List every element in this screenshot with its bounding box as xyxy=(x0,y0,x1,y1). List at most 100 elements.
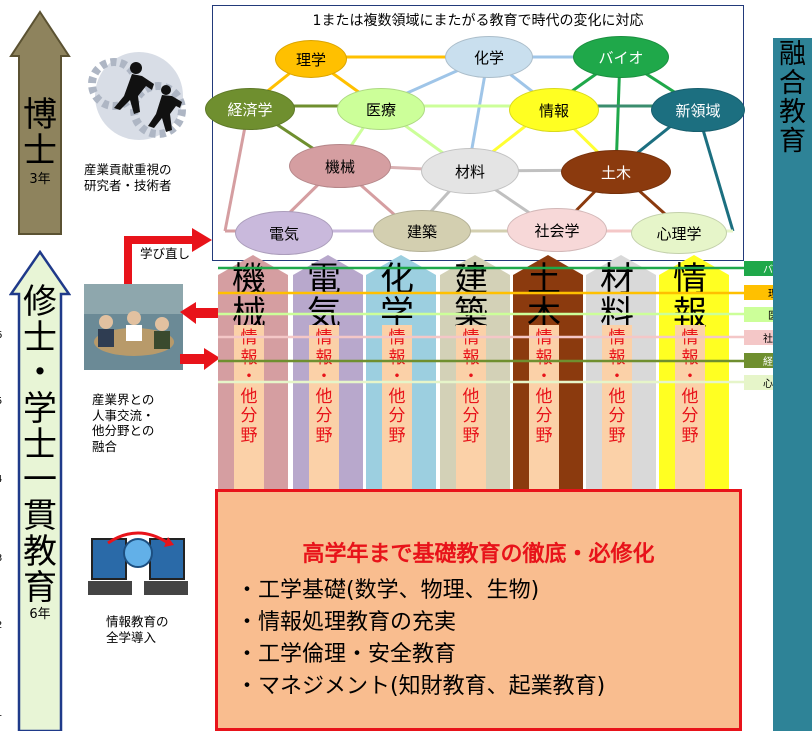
caption-line: 情報教育の xyxy=(106,614,169,629)
foundation-item: ・マネジメント(知財教育、起業教育) xyxy=(236,674,606,699)
column-subtitle-char: 報 xyxy=(681,347,699,368)
edge-number: 5 xyxy=(0,396,2,407)
master-years: 6年 xyxy=(29,607,51,623)
foundation-item: ・情報処理教育の充実 xyxy=(236,610,457,635)
fusion-education-label: 融 合 教 育 xyxy=(773,40,812,157)
column-subtitle-char: 他 xyxy=(315,386,333,407)
network-title: 1または複数領域にまたがる教育で時代の変化に対応 xyxy=(312,13,644,29)
column-subtitle-char: 他 xyxy=(388,386,406,407)
column-subtitle-char: 分 xyxy=(681,406,699,427)
column-subtitle-char: 分 xyxy=(462,406,480,427)
foundation-box: 高学年まで基礎教育の徹底・必修化 ・工学基礎(数学、物理、生物) ・情報処理教育… xyxy=(215,489,742,731)
column-subtitle: 情報・他分野 xyxy=(529,325,559,491)
edge-number: 3 xyxy=(0,553,2,564)
node-architecture: 建築 xyxy=(373,210,471,252)
edge-number: 2 xyxy=(0,620,2,631)
master-arrow xyxy=(9,250,71,731)
researchers-caption: 産業貢献重視の 研究者・技術者 xyxy=(84,162,172,193)
computers-illustration xyxy=(88,523,188,603)
column-subtitle-char: 分 xyxy=(608,406,626,427)
column-subtitle-char: 野 xyxy=(240,425,258,446)
node-electrical: 電気 xyxy=(235,211,333,255)
column-subtitle-char: 分 xyxy=(240,406,258,427)
master-char: 学 xyxy=(23,389,57,430)
caption-line: 融合 xyxy=(92,438,118,454)
node-economics: 経済学 xyxy=(205,88,295,130)
caption-line: 他分野との xyxy=(92,423,155,439)
relearning-arrow xyxy=(124,228,212,286)
fusion-char: 育 xyxy=(779,126,806,158)
node-civil: 土木 xyxy=(561,150,671,194)
node-sociology: 社会学 xyxy=(507,208,607,252)
master-char: 一 xyxy=(23,460,57,501)
node-mechanical: 機械 xyxy=(289,144,391,188)
edge-number: 4 xyxy=(0,474,2,485)
node-new-field: 新領域 xyxy=(651,88,745,132)
caption-line: 産業界との xyxy=(92,392,155,407)
master-char: ・ xyxy=(23,353,57,394)
column-subtitle-char: 他 xyxy=(240,386,258,407)
column-subtitle-char: 野 xyxy=(681,425,699,446)
column-subtitle: 情報・他分野 xyxy=(382,325,412,491)
column-subtitle-char: 野 xyxy=(462,425,480,446)
it-education-caption: 情報教育の 全学導入 xyxy=(106,614,169,645)
edge-number: 6 xyxy=(0,330,2,341)
fusion-char: 合 xyxy=(779,68,806,100)
doctor-char: 士 xyxy=(23,130,57,171)
foundation-title: 高学年まで基礎教育の徹底・必修化 xyxy=(302,542,655,567)
column-subtitle-char: 分 xyxy=(388,406,406,427)
column-subtitle-char: 報 xyxy=(462,347,480,368)
gears-runners-illustration xyxy=(88,52,186,140)
master-char: 士 xyxy=(23,424,57,465)
column-subtitle: 情報・他分野 xyxy=(309,325,339,491)
exchange-arrows xyxy=(180,302,220,370)
master-char: 育 xyxy=(23,567,57,608)
master-char: 教 xyxy=(23,531,57,572)
node-psychology: 心理学 xyxy=(631,212,727,254)
column-subtitle-char: 分 xyxy=(315,406,333,427)
foundation-item: ・工学倫理・安全教育 xyxy=(236,642,457,667)
column-subtitle-char: 分 xyxy=(535,406,553,427)
column-subtitle-char: 報 xyxy=(388,347,406,368)
edge-number: 1 xyxy=(0,708,2,719)
doctor-years: 3年 xyxy=(29,172,51,188)
column-subtitle-char: 野 xyxy=(315,425,333,446)
doctor-label: 博 士 3年 xyxy=(19,95,61,188)
column-subtitle-char: 野 xyxy=(535,425,553,446)
master-char: 修 xyxy=(23,282,57,322)
doctor-arrow xyxy=(9,10,71,235)
master-label: 修 士 ・ 学 士 一 貫 教 育 6年 xyxy=(19,282,61,623)
caption-line: 人事交流・ xyxy=(92,407,155,423)
caption-line: 全学導入 xyxy=(106,629,157,645)
node-science: 理学 xyxy=(275,40,347,78)
column-subtitle-char: 他 xyxy=(535,386,553,407)
node-info: 情報 xyxy=(509,88,599,132)
caption-line: 産業貢献重視の xyxy=(84,162,172,177)
network-box: 1または複数領域にまたがる教育で時代の変化に対応 xyxy=(205,5,745,261)
column-subtitle: 情報・他分野 xyxy=(675,325,705,491)
node-materials: 材料 xyxy=(421,148,519,194)
master-char: 貫 xyxy=(23,496,57,537)
column-subtitle-char: 報 xyxy=(240,347,258,368)
doctor-char: 博 xyxy=(23,95,57,135)
column-subtitle-char: 他 xyxy=(608,386,626,407)
column-subtitle-char: 野 xyxy=(388,425,406,446)
column-subtitle-char: 他 xyxy=(681,386,699,407)
column-subtitle-char: 報 xyxy=(608,347,626,368)
fusion-char: 教 xyxy=(779,97,806,129)
column-subtitle-char: 報 xyxy=(535,347,553,368)
cross-field-lines xyxy=(218,266,748,384)
meeting-photo xyxy=(84,284,183,370)
node-medical: 医療 xyxy=(337,88,425,130)
exchange-caption: 産業界との 人事交流・ 他分野との 融合 xyxy=(92,392,155,455)
column-subtitle-char: 報 xyxy=(315,347,333,368)
relearning-label: 学び直し xyxy=(140,246,191,261)
column-subtitle-char: 野 xyxy=(608,425,626,446)
column-subtitle-char: 他 xyxy=(462,386,480,407)
master-char: 士 xyxy=(23,317,57,358)
fusion-education-bar xyxy=(773,38,812,731)
fusion-char: 融 xyxy=(779,39,806,70)
foundation-item: ・工学基礎(数学、物理、生物) xyxy=(236,578,540,603)
node-bio: バイオ xyxy=(573,36,669,78)
caption-line: 研究者・技術者 xyxy=(84,177,172,193)
